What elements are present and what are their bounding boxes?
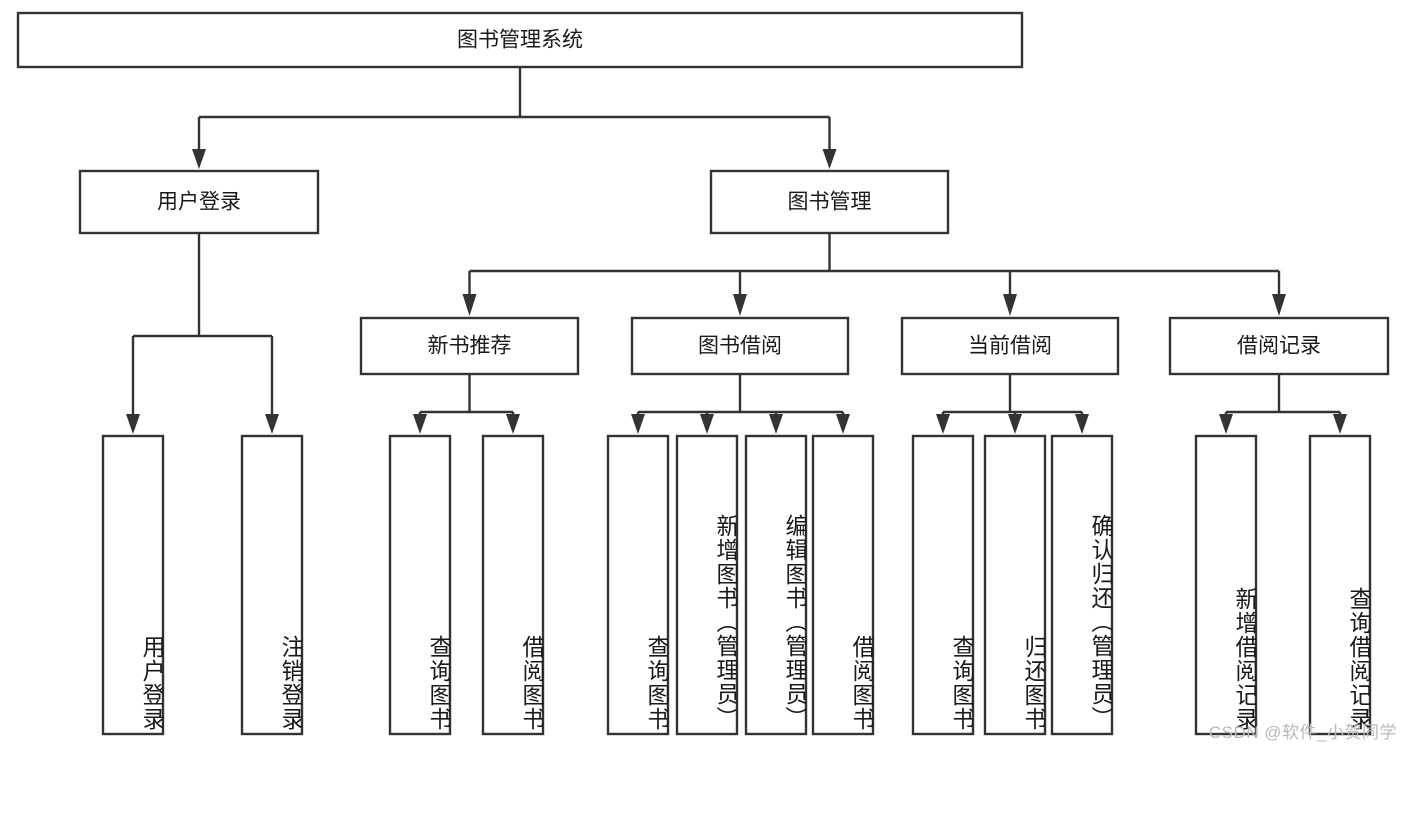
level3-node-label: 当前借阅 [968, 335, 1052, 358]
leaf-node-box[interactable] [744, 434, 808, 736]
level3-node-label: 新书推荐 [428, 335, 512, 358]
arrow-head-icon [936, 414, 950, 434]
level2-node-box[interactable] [709, 169, 950, 235]
leaf-node-box[interactable] [1050, 434, 1114, 736]
arrow-head-icon [192, 149, 206, 169]
root-node-box[interactable] [16, 11, 1024, 69]
arrow-head-icon [822, 149, 837, 169]
leaf-node-box[interactable] [983, 434, 1047, 736]
leaf-node-box[interactable] [101, 434, 165, 736]
level3-node-box[interactable] [359, 316, 580, 376]
level3-node-box[interactable] [630, 316, 850, 376]
arrow-head-icon [733, 294, 747, 316]
arrow-head-icon [413, 414, 427, 434]
arrow-head-icon [631, 414, 645, 434]
level3-node-box[interactable] [1168, 316, 1390, 376]
leaf-node-box[interactable] [1194, 434, 1258, 736]
arrow-head-icon [1075, 414, 1089, 434]
level3-node-box[interactable] [900, 316, 1120, 376]
arrow-head-icon [1003, 294, 1017, 316]
arrow-head-icon [126, 414, 140, 434]
leaf-node-box[interactable] [388, 434, 452, 736]
arrow-head-icon [700, 414, 714, 434]
leaf-node-box[interactable] [240, 434, 304, 736]
level3-node-label: 图书借阅 [698, 335, 782, 358]
arrow-head-icon [1272, 294, 1286, 316]
arrow-head-icon [506, 414, 520, 434]
leaf-node-box[interactable] [811, 434, 875, 736]
arrow-head-icon [1219, 414, 1233, 434]
leaf-node-box[interactable] [911, 434, 975, 736]
arrow-head-icon [462, 294, 477, 316]
arrow-head-icon [769, 414, 783, 434]
org-chart-diagram: 图书管理系统用户登录图书管理新书推荐图书借阅当前借阅借阅记录 用户登录注销登录查… [16, 11, 1397, 742]
level2-node-label: 用户登录 [157, 191, 241, 214]
leaf-node-box[interactable] [481, 434, 545, 736]
node-boxes [16, 11, 1390, 736]
root-node-label: 图书管理系统 [457, 29, 583, 52]
level2-node-box[interactable] [78, 169, 320, 235]
level3-node-label: 借阅记录 [1237, 335, 1321, 358]
arrow-head-icon [265, 414, 279, 434]
level2-node-label: 图书管理 [788, 191, 872, 214]
watermark-text: CSDN @软件_小贺同学 [1208, 723, 1397, 742]
arrow-head-icon [1008, 414, 1022, 434]
connector-edges [126, 67, 1347, 434]
arrow-head-icon [1333, 414, 1347, 434]
leaf-node-box[interactable] [606, 434, 670, 736]
leaf-node-box[interactable] [675, 434, 739, 736]
leaf-node-box[interactable] [1308, 434, 1372, 736]
arrow-head-icon [836, 414, 850, 434]
